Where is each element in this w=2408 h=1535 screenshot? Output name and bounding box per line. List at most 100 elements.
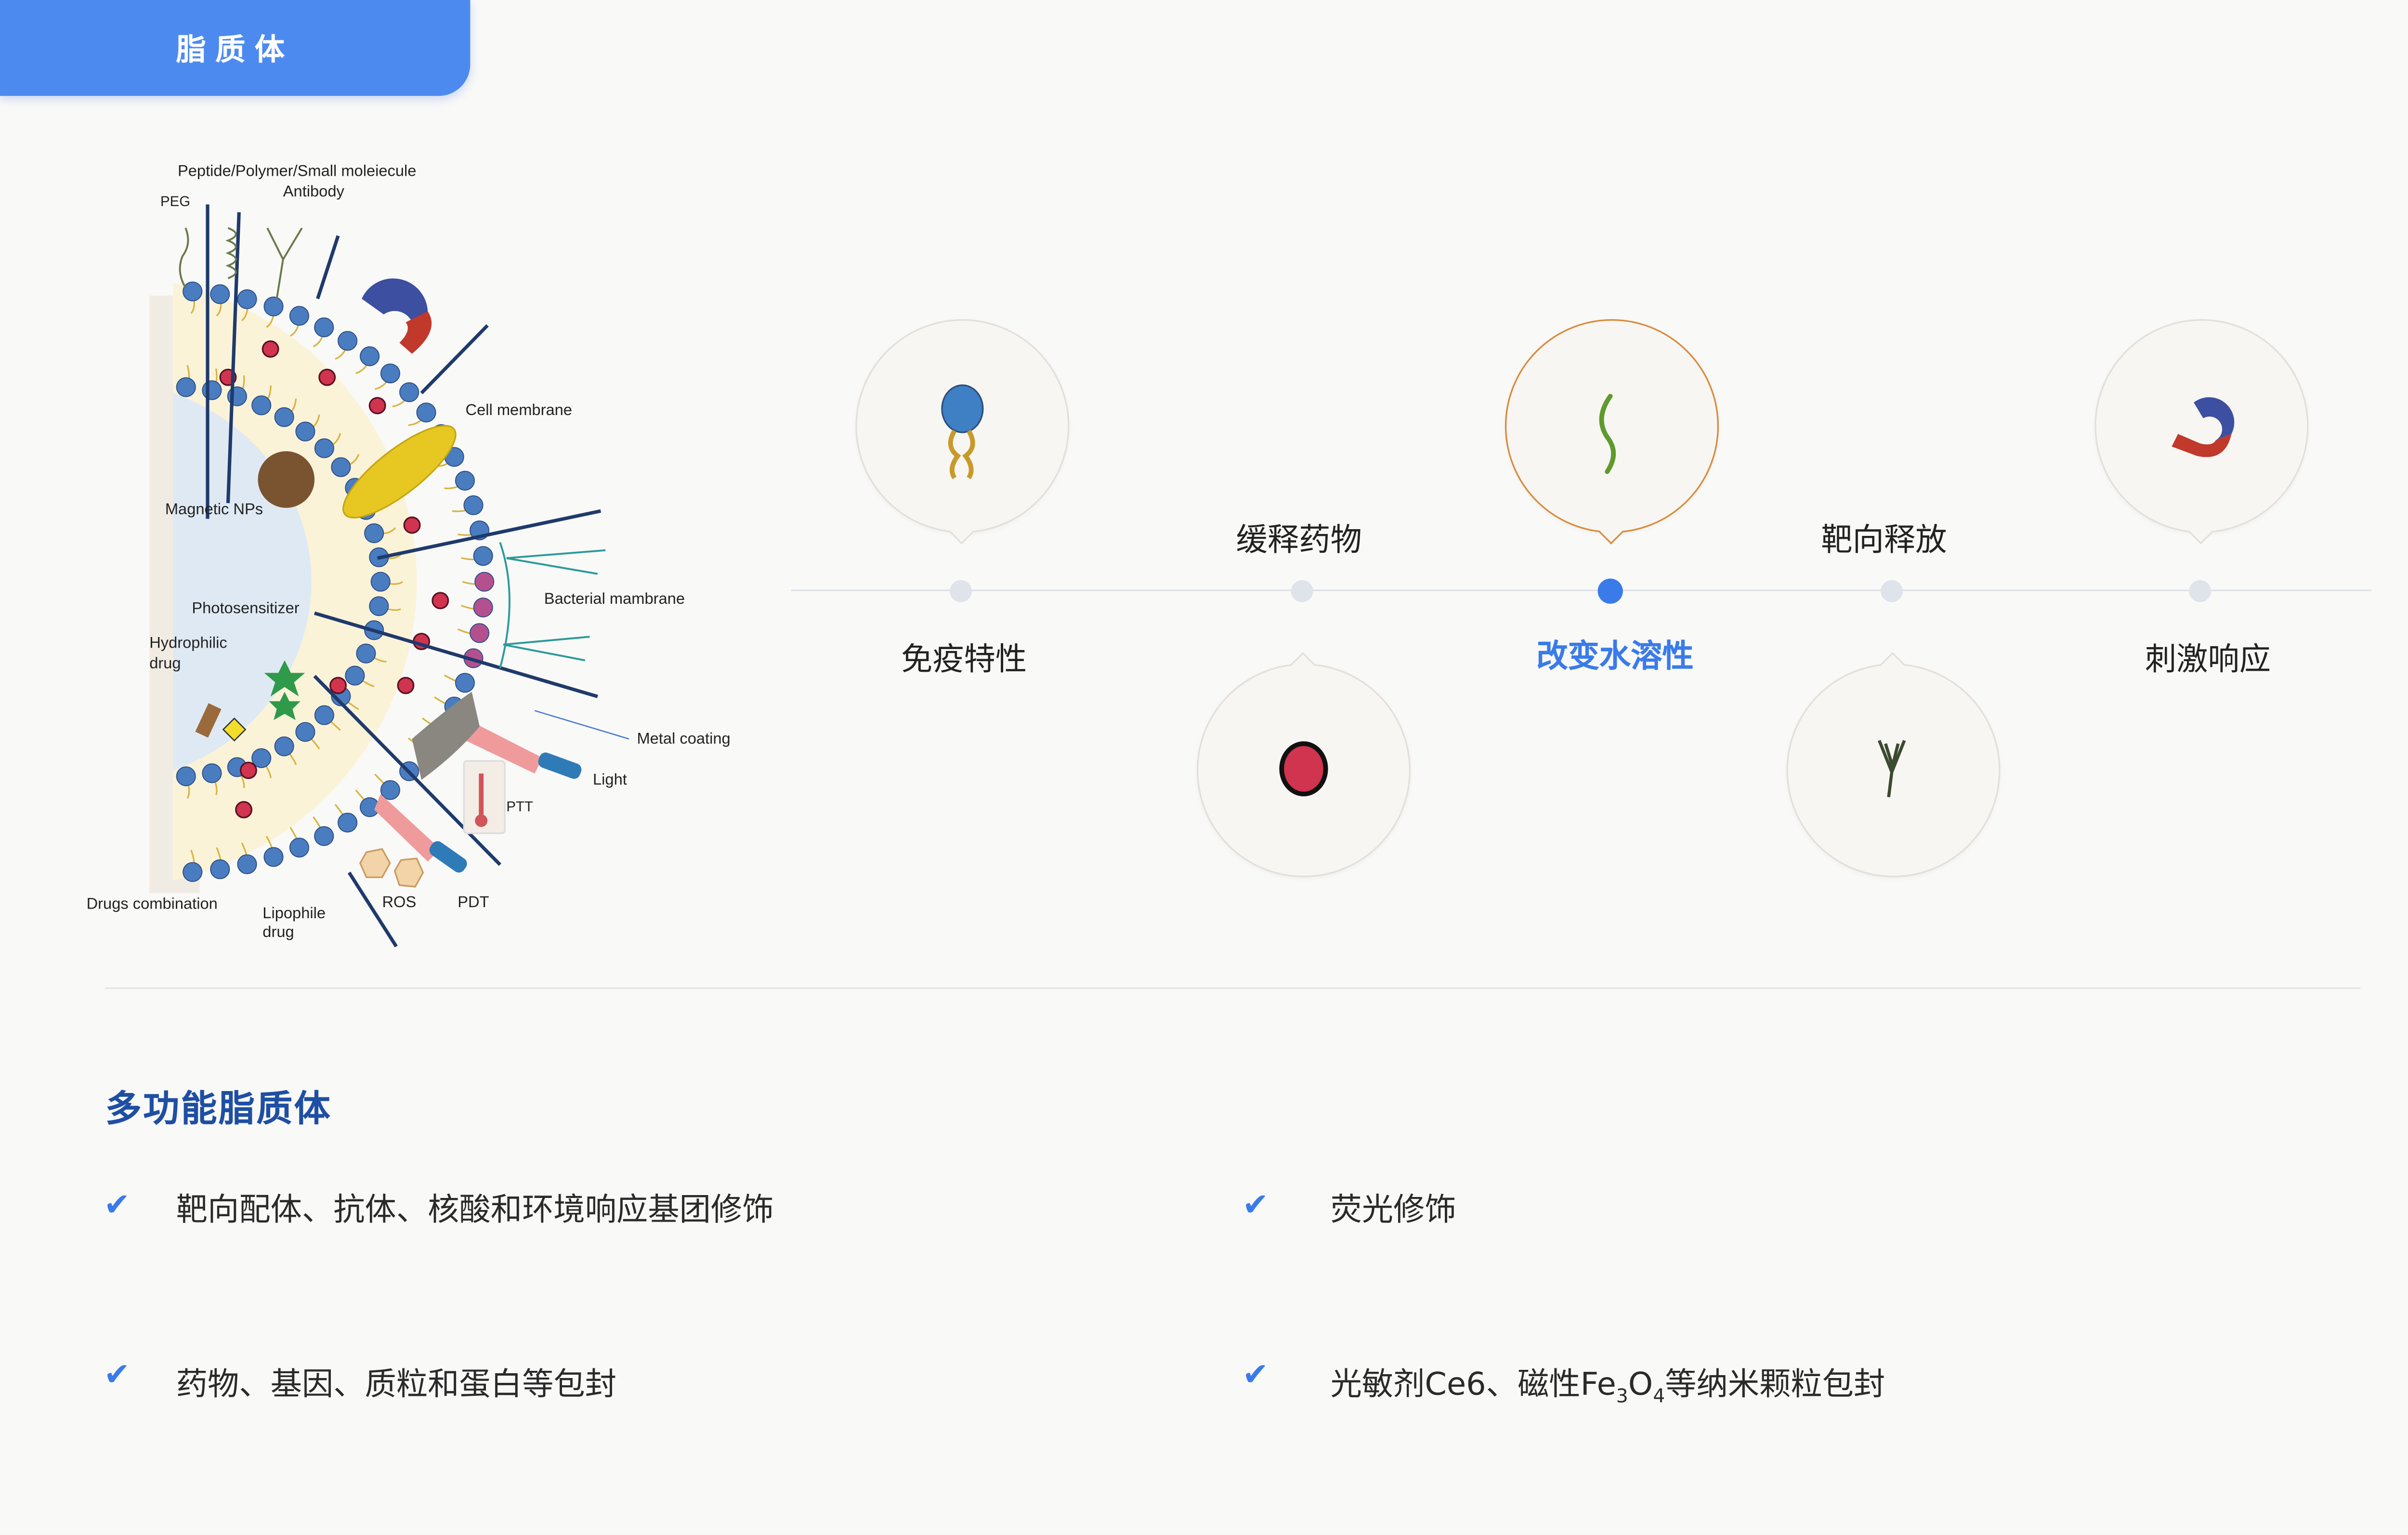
bubble-sustained-release[interactable] <box>1196 652 1411 878</box>
drug-particle <box>329 676 347 694</box>
section-divider <box>105 987 2361 989</box>
drug-particle <box>403 516 421 534</box>
bubble-stimuli-response[interactable] <box>2094 319 2309 545</box>
lipid-head <box>237 854 257 874</box>
hydrophilic-drug-shape <box>195 703 222 738</box>
antibody-icon <box>1878 740 1906 797</box>
lipid-head <box>356 643 376 663</box>
timeline-dot-2[interactable] <box>1291 580 1313 602</box>
feature-text-part: 光敏剂Ce6、磁性Fe <box>1330 1365 1616 1403</box>
label-pdt: PDT <box>458 894 489 912</box>
lipid-head <box>380 780 400 800</box>
hydrophilic-drug-square <box>222 717 247 742</box>
features-heading: 多功能脂质体 <box>105 1089 332 1131</box>
label-photosensitizer: Photosensitizer <box>192 600 300 618</box>
feature-text-part: 等纳米颗粒包封 <box>1665 1365 1885 1403</box>
label-peg: PEG <box>160 193 191 209</box>
lipid-head <box>210 284 230 304</box>
label-cell-membrane: Cell membrane <box>465 402 572 420</box>
label-hydrophilic: Hydrophilic <box>149 635 227 653</box>
lipid-head <box>314 438 334 458</box>
drug-particle <box>318 368 336 386</box>
lipid-head <box>455 470 475 491</box>
feature-item-1: 靶向配体、抗体、核酸和环境响应基团修饰 <box>176 1190 774 1228</box>
photosensitizer-stars <box>264 660 305 720</box>
label-hydrophilic-drug: drug <box>149 655 181 673</box>
timeline-dot-5[interactable] <box>2189 580 2212 602</box>
lipid-head <box>251 748 272 768</box>
timeline-dot-4[interactable] <box>1881 580 1903 602</box>
timeline-label-targeted-release[interactable]: 靶向释放 <box>1821 520 1947 559</box>
timeline-track <box>791 589 2372 591</box>
lipid-head <box>370 572 391 592</box>
drug-particle <box>239 762 257 779</box>
drug-particle <box>432 592 449 610</box>
timeline-dot-3-active[interactable] <box>1597 578 1623 604</box>
label-lipophile-drug: drug <box>262 924 294 942</box>
lipid-head <box>416 403 436 423</box>
label-bacterial-membrane: Bacterial mambrane <box>544 591 685 609</box>
lipid-head <box>274 736 294 756</box>
lipid-head <box>473 598 493 618</box>
lipid-head <box>289 837 309 858</box>
lipid-head <box>360 346 380 366</box>
lipid-head <box>274 407 294 427</box>
lipid-head <box>314 317 334 338</box>
lipid-head <box>399 382 419 403</box>
label-magnetic-nps: Magnetic NPs <box>165 501 263 519</box>
magnetic-nanoparticle <box>258 451 315 508</box>
lipid-head <box>210 859 230 879</box>
label-antibody: Antibody <box>283 184 344 201</box>
check-icon: ✔ <box>1242 1355 1269 1393</box>
label-lipophile: Lipophile <box>262 905 326 923</box>
lipid-head <box>176 377 196 397</box>
lipid-head <box>314 826 334 846</box>
timeline-label-stimuli-response[interactable]: 刺激响应 <box>2145 639 2271 678</box>
target-lines <box>206 204 602 948</box>
timeline-label-sustained-release[interactable]: 缓释药物 <box>1236 520 1362 559</box>
lipid-head <box>463 495 484 515</box>
cell-membrane-protein <box>342 425 457 519</box>
lipid-head <box>380 363 400 384</box>
lipid-head <box>202 763 222 783</box>
drug-particle <box>235 801 253 819</box>
bacterial-membrane <box>499 542 606 669</box>
metal-coating <box>412 691 480 780</box>
peg-chain <box>179 227 303 299</box>
lipid-head <box>469 623 490 643</box>
lipid-head <box>176 766 196 786</box>
lipid-head <box>369 596 389 616</box>
label-light: Light <box>593 772 627 790</box>
label-metal-coating: Metal coating <box>637 731 731 749</box>
timeline-label-water-solubility[interactable]: 改变水溶性 <box>1536 637 1694 675</box>
check-icon: ✔ <box>1242 1185 1269 1223</box>
subscript: 4 <box>1653 1385 1665 1407</box>
thermometer-icon <box>463 760 506 834</box>
liposome-diagram: Peptide/Polymer/Small moleiecule Antibod… <box>79 149 771 967</box>
label-peptide: Peptide/Polymer/Small moleiecule <box>177 163 417 181</box>
tab-liposome[interactable]: 脂质体 <box>0 0 471 96</box>
ros-particles <box>359 848 424 888</box>
lipid-head <box>289 306 309 326</box>
lipid-head <box>251 395 272 416</box>
drug-particle-icon <box>1279 741 1328 796</box>
check-icon: ✔ <box>104 1185 131 1223</box>
lipid-head <box>364 523 384 544</box>
lipid-head <box>263 847 284 867</box>
lipid-head <box>455 673 475 693</box>
timeline-dot-1[interactable] <box>950 580 972 602</box>
lipid-head <box>263 296 284 317</box>
polymer-chain-icon <box>1599 393 1616 474</box>
label-ros: ROS <box>382 894 417 912</box>
drug-particle <box>368 397 386 415</box>
bubble-water-solubility[interactable] <box>1505 319 1719 545</box>
lipid-molecule-icon <box>941 384 984 480</box>
lipid-head <box>473 546 493 566</box>
timeline-label-immune[interactable]: 免疫特性 <box>901 639 1027 678</box>
bubble-immune[interactable] <box>855 319 1070 545</box>
lipid-head <box>183 862 203 882</box>
lipid-head <box>345 665 365 686</box>
lipid-head <box>474 572 495 592</box>
bubble-targeted-release[interactable] <box>1786 652 2001 878</box>
light-source-icon <box>374 720 582 873</box>
